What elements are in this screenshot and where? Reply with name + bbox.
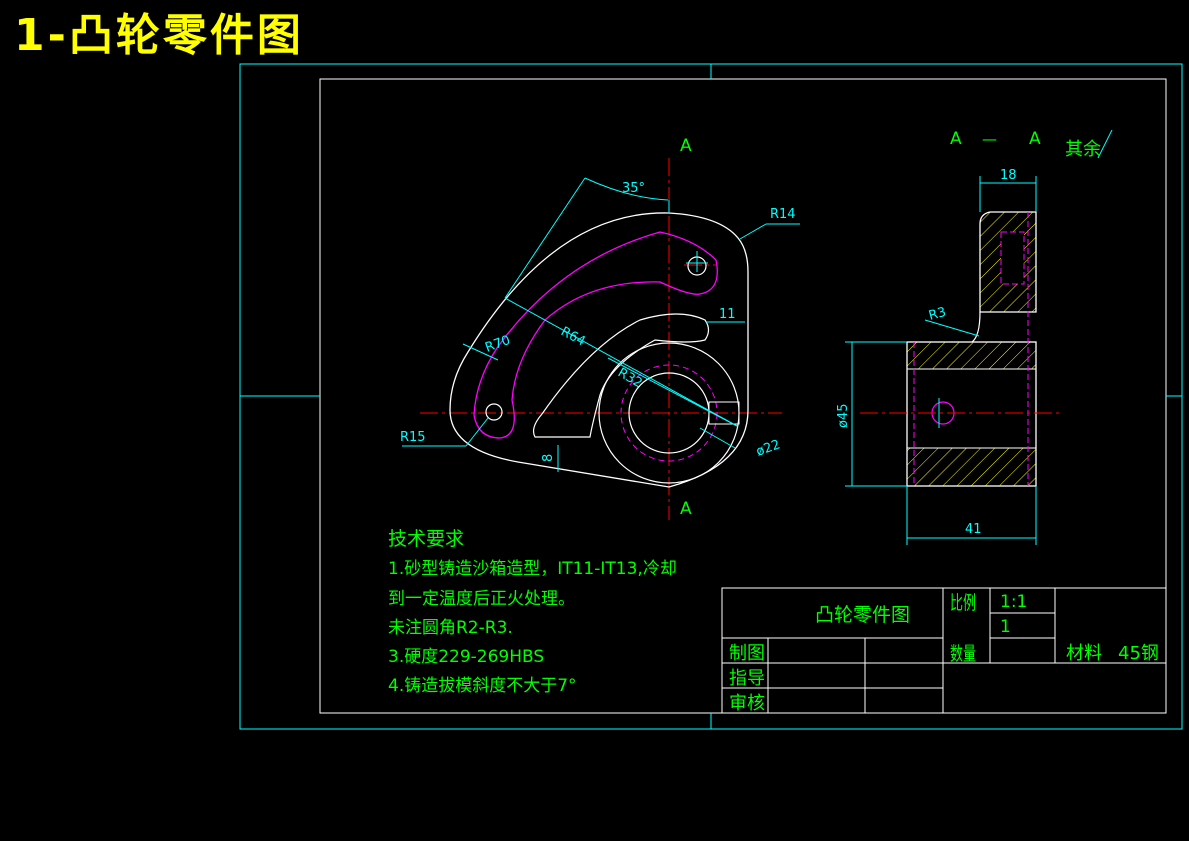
section-title-right: A bbox=[1029, 129, 1041, 149]
hub-bottom-hatch bbox=[907, 448, 1036, 486]
dim-angle: 35° bbox=[622, 181, 645, 196]
dim-11: 11 bbox=[719, 307, 736, 322]
keyway bbox=[708, 401, 740, 425]
outer-frame bbox=[239, 63, 1183, 730]
hub-outline bbox=[906, 341, 1037, 487]
dim-r15: R15 bbox=[400, 430, 426, 445]
tech-line-2: 到一定温度后正火处理。 bbox=[388, 589, 575, 609]
section-label-bottom: A bbox=[680, 499, 692, 519]
section-view: A — A 其余 18 R3 ø45 41 bbox=[836, 129, 1113, 545]
title-block-material-label: 材料 bbox=[1066, 643, 1102, 664]
dim-r64: R64 bbox=[558, 324, 588, 349]
keyway-hidden bbox=[620, 364, 718, 462]
title-block-material-value: 45钢 bbox=[1118, 643, 1159, 664]
dim-d22: ø22 bbox=[754, 437, 782, 459]
dim-8: 8 bbox=[541, 454, 556, 462]
title-block-quantity-label: 数量 bbox=[950, 643, 976, 665]
section-title-left: A bbox=[950, 129, 962, 149]
dim-r70: R70 bbox=[483, 333, 512, 356]
hub-top-hatch bbox=[907, 342, 1036, 369]
tech-line-1: 1.砂型铸造沙箱造型，IT11-IT13,冷却 bbox=[388, 559, 677, 579]
title-block-scale-value: 1:1 bbox=[1000, 592, 1027, 612]
roughness-note: 其余 bbox=[1065, 139, 1101, 160]
pivot-hole bbox=[485, 403, 503, 421]
tech-title: 技术要求 bbox=[388, 528, 464, 550]
dimension-lines bbox=[402, 177, 800, 472]
title-block-drawn-by: 制图 bbox=[729, 643, 765, 664]
dim-r14: R14 bbox=[770, 207, 796, 222]
front-view: A A 35° R14 R64 R70 R32 R15 ø22 11 8 bbox=[400, 136, 800, 520]
section-title-dash: — bbox=[982, 130, 997, 148]
cam-slot bbox=[532, 313, 710, 438]
cam-outline bbox=[449, 212, 749, 488]
section-dimensions bbox=[845, 129, 1113, 545]
center-lines bbox=[420, 158, 782, 520]
title-block: 凸轮零件图 比例 1:1 数量 1 材料 45钢 制图 指导 审核 bbox=[721, 587, 1167, 714]
tech-line-3: 未注圆角R2-R3. bbox=[388, 618, 513, 638]
tech-line-5: 4.铸造拔模斜度不大于7° bbox=[388, 676, 577, 696]
section-label-top: A bbox=[680, 136, 692, 156]
page-title: 1-凸轮零件图 bbox=[14, 10, 304, 61]
dim-d45: ø45 bbox=[836, 404, 851, 429]
title-block-guided-by: 指导 bbox=[729, 668, 765, 689]
dim-41: 41 bbox=[965, 522, 982, 537]
tech-line-4: 3.硬度229-269HBS bbox=[388, 647, 544, 667]
title-block-scale-label: 比例 bbox=[950, 592, 976, 614]
tech-requirements: 技术要求 1.砂型铸造沙箱造型，IT11-IT13,冷却 到一定温度后正火处理。… bbox=[388, 528, 677, 696]
centering-marks bbox=[240, 64, 1182, 729]
title-block-quantity-value: 1 bbox=[1000, 617, 1011, 637]
arm-hole-hidden bbox=[1000, 231, 1025, 285]
dim-r3: R3 bbox=[927, 305, 948, 324]
dim-r32: R32 bbox=[615, 365, 645, 391]
dim-18: 18 bbox=[1000, 168, 1017, 183]
cam-track bbox=[473, 231, 718, 439]
title-block-part-name: 凸轮零件图 bbox=[815, 604, 910, 626]
title-block-reviewed-by: 审核 bbox=[729, 693, 765, 714]
